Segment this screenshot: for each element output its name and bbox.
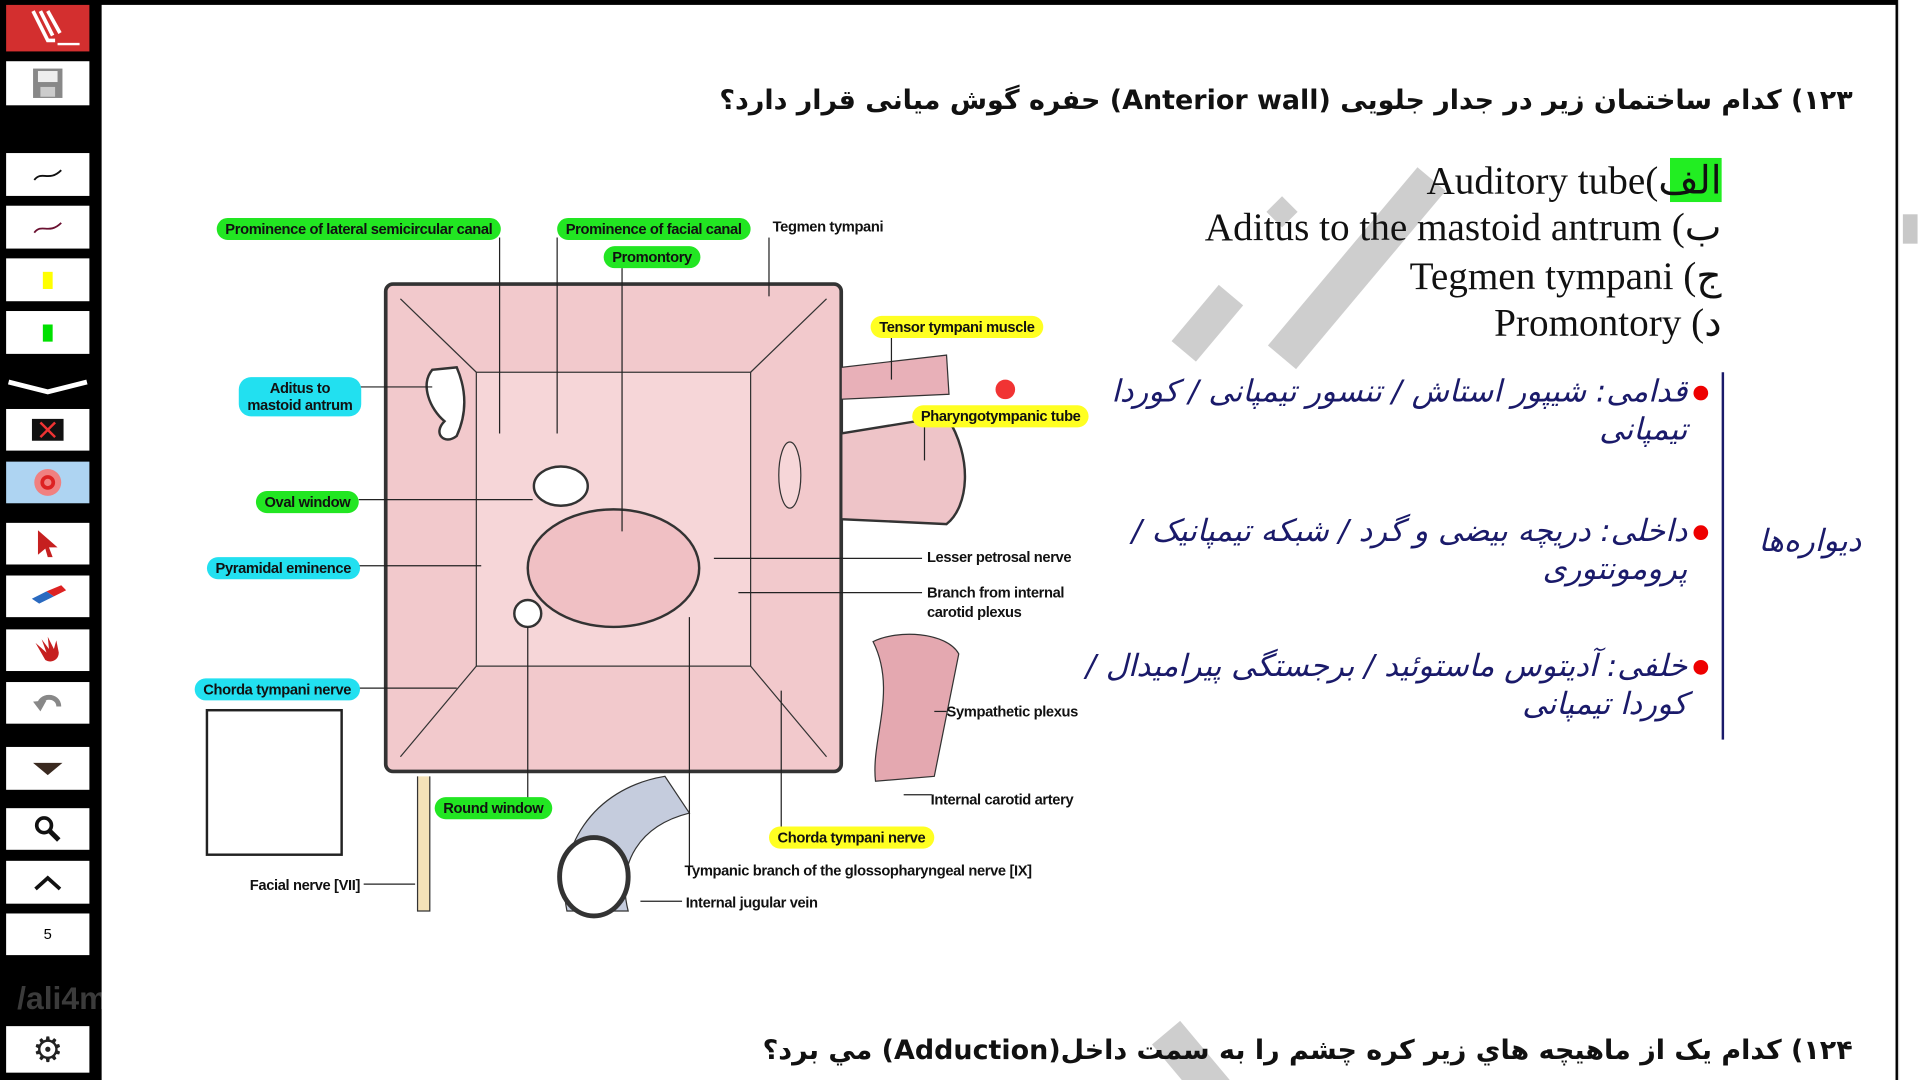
label-promontory: Promontory — [603, 246, 701, 269]
undo-button[interactable] — [6, 682, 90, 724]
option-d[interactable]: Promontory (د — [1494, 300, 1722, 345]
bullet-dot — [1693, 525, 1709, 541]
label-chorda-left: Chorda tympani nerve — [194, 678, 360, 701]
option-b[interactable]: Aditus to the mastoid antrum (ب — [1204, 204, 1722, 249]
option-text: Auditory tube(الف — [1426, 157, 1722, 203]
vertical-scrollbar[interactable] — [1897, 0, 1920, 1080]
note-anterior: قدامی: شیپور استاش / تنسور تیمپانی / کور… — [1111, 373, 1688, 447]
label-jugular: Internal jugular vein — [685, 893, 818, 912]
cursor-icon — [37, 530, 58, 558]
gear-icon: ⚙ — [32, 1030, 64, 1069]
label-branch-carotid: Branch from internal carotid plexus — [926, 584, 1065, 621]
caret-up-icon — [34, 874, 62, 890]
label-chorda-right: Chorda tympani nerve — [768, 826, 934, 849]
record-button[interactable] — [6, 461, 90, 504]
hand-icon — [35, 636, 59, 662]
label-lateral-canal: Prominence of lateral semicircular canal — [216, 217, 501, 241]
bullet-dot — [1693, 660, 1709, 675]
label-sympathetic: Sympathetic plexus — [946, 702, 1079, 721]
hand-button[interactable] — [6, 629, 90, 672]
pen-stroke-icon — [33, 168, 62, 181]
pen-black-button[interactable] — [6, 153, 90, 196]
label-tympanic-branch: Tympanic branch of the glossopharyngeal … — [684, 862, 1032, 880]
next-button[interactable] — [6, 746, 90, 790]
label-round-window: Round window — [434, 797, 552, 820]
close-icon — [31, 418, 64, 441]
label-lesser-petrosal: Lesser petrosal nerve — [926, 548, 1072, 566]
prev-button[interactable] — [6, 860, 90, 904]
question-123-title: ۱۲۳) کدام ساختمان زیر در جدار جلویی (Ant… — [719, 85, 1853, 117]
collapse-button[interactable] — [6, 372, 89, 396]
question-124-title: ۱۲۴) کدام یک از ماهیچه هاي زير کره چشم ر… — [762, 1035, 1853, 1067]
watermark-stroke — [1171, 284, 1244, 362]
logo-button[interactable] — [6, 4, 90, 52]
note-posterior: خلفی: آدیتوس ماستوئید / برجستگی پیرامیدا… — [1085, 647, 1688, 722]
pointer-button[interactable] — [6, 522, 90, 565]
label-pharyngotympanic: Pharyngotympanic tube — [912, 405, 1090, 428]
label-tegmen: Tegmen tympani — [772, 217, 884, 236]
undo-icon — [33, 694, 62, 712]
label-carotid-artery: Internal carotid artery — [930, 791, 1074, 809]
eraser-button[interactable] — [6, 575, 90, 618]
option-a[interactable]: Auditory tube(الف — [1426, 157, 1722, 204]
floppy-disk-icon — [33, 68, 63, 98]
middle-ear-diagram — [205, 237, 967, 919]
note-medial: داخلی: دریچه بیضی و گرد / شبکه تیمپانیک … — [1131, 513, 1688, 587]
clear-button[interactable] — [6, 408, 90, 451]
record-icon — [34, 468, 62, 496]
bracket-line — [1721, 372, 1725, 740]
highlighter-icon — [42, 323, 53, 342]
highlighter-icon — [42, 271, 53, 289]
search-icon — [34, 816, 61, 842]
scrollbar-thumb[interactable] — [1902, 214, 1918, 244]
triangle-down-icon — [33, 762, 63, 775]
pen-logo-icon — [31, 10, 80, 46]
pen-stroke-icon — [33, 221, 62, 233]
label-oval-window: Oval window — [255, 491, 359, 514]
page-number[interactable]: 5 — [6, 913, 90, 956]
highlighter-green-button[interactable] — [6, 311, 90, 354]
label-aditus: Aditus to mastoid antrum — [238, 377, 361, 417]
eraser-icon — [31, 585, 67, 604]
chevron-down-icon — [7, 379, 88, 395]
label-tensor: Tensor tympani muscle — [870, 315, 1044, 338]
laser-pointer-dot — [995, 379, 1016, 400]
pen-red-button[interactable] — [6, 205, 90, 249]
settings-button[interactable]: ⚙ — [6, 1026, 90, 1073]
save-button[interactable] — [6, 61, 90, 106]
note-heading-walls: دیواره‌ها — [1758, 522, 1862, 559]
label-facial-canal: Prominence of facial canal — [557, 217, 751, 241]
label-facial-nerve: Facial nerve [VII] — [249, 876, 361, 894]
label-pyramidal: Pyramidal eminence — [206, 557, 360, 580]
zoom-button[interactable] — [6, 808, 90, 850]
bullet-dot — [1693, 385, 1709, 401]
option-c[interactable]: Tegmen tympani (ج — [1409, 253, 1722, 298]
highlighter-yellow-button[interactable] — [6, 258, 90, 302]
document-page: ۱۲۳) کدام ساختمان زیر در جدار جلویی (Ant… — [101, 4, 1896, 1080]
